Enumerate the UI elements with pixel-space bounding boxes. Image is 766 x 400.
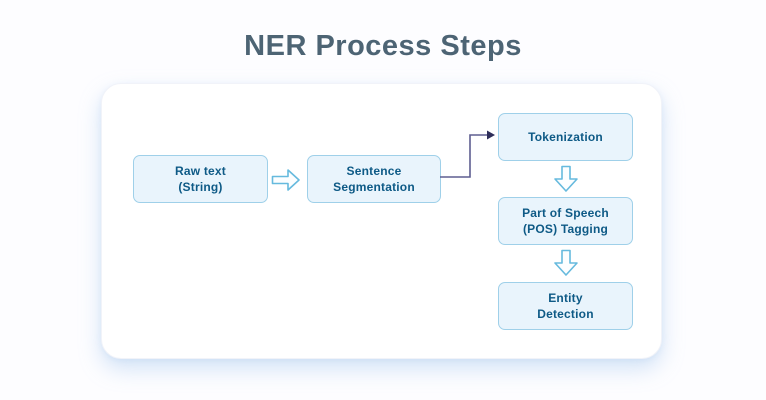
arrow-down-icon [554, 249, 578, 276]
node-pos-tagging: Part of Speech (POS) Tagging [498, 197, 633, 245]
node-raw-text-line2: (String) [178, 180, 223, 194]
node-tokenization-line1: Tokenization [528, 130, 603, 144]
node-tokenization: Tokenization [498, 113, 633, 161]
node-sentence-segmentation-line2: Segmentation [333, 180, 415, 194]
node-pos-tagging-line2: (POS) Tagging [522, 222, 609, 236]
node-sentence-segmentation-line1: Sentence [346, 164, 402, 178]
node-entity-detection: Entity Detection [498, 282, 633, 330]
arrow-right-icon [271, 169, 300, 191]
node-raw-text: Raw text (String) [133, 155, 268, 203]
node-pos-tagging-line1: Part of Speech [522, 206, 609, 220]
node-entity-detection-line2: Detection [537, 307, 594, 321]
node-sentence-segmentation: Sentence Segmentation [307, 155, 441, 203]
arrow-down-icon [554, 165, 578, 192]
node-entity-detection-line1: Entity [548, 291, 583, 305]
connector-elbow-arrow-icon [440, 130, 495, 178]
node-raw-text-line1: Raw text [175, 164, 226, 178]
page-title: NER Process Steps [244, 30, 522, 62]
